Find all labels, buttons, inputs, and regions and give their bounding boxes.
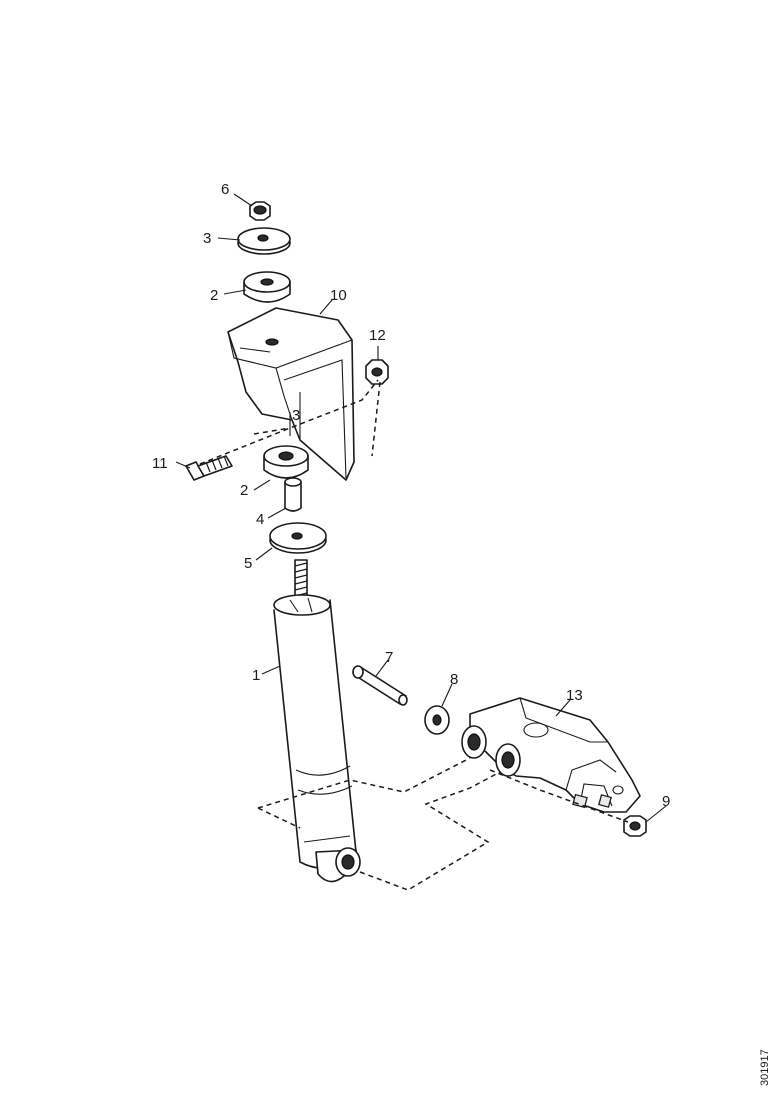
callout-11: 11 — [152, 455, 168, 472]
part-6-nut — [249, 201, 271, 221]
callout-labels: 6 3 2 10 12 3 11 2 4 5 1 7 8 13 9 — [152, 181, 670, 810]
callout-1: 1 — [252, 667, 260, 684]
callout-3-lower: 3 — [292, 407, 300, 424]
callout-3-upper: 3 — [203, 230, 211, 247]
callout-2-lower: 2 — [240, 482, 248, 499]
callout-6: 6 — [221, 181, 229, 198]
callout-2-upper: 2 — [210, 287, 218, 304]
part-11-bolt — [185, 455, 233, 481]
leader-lines — [175, 193, 667, 823]
assembly-dashed-lines — [199, 379, 629, 891]
callout-9: 9 — [662, 793, 670, 810]
part-1-shock-absorber — [273, 594, 357, 869]
callout-12: 12 — [369, 327, 386, 344]
shock-bottom-eye — [315, 847, 361, 883]
part-2-bush-upper — [243, 271, 291, 303]
callout-4: 4 — [256, 511, 264, 528]
part-8-washer — [424, 705, 450, 735]
part-4-spacer — [284, 477, 302, 512]
part-10-bracket — [227, 307, 355, 481]
part-12-nut — [365, 359, 389, 385]
part-13-lower-bracket — [461, 697, 641, 813]
callout-13: 13 — [566, 687, 583, 704]
part-9-nut — [623, 815, 647, 837]
callout-8: 8 — [450, 671, 458, 688]
part-2-bush-lower — [263, 445, 309, 479]
callout-7: 7 — [385, 649, 393, 666]
part-7-pin — [352, 665, 408, 706]
callout-10: 10 — [330, 287, 347, 304]
part-3-washer-upper — [237, 227, 291, 255]
callout-5: 5 — [244, 555, 252, 572]
reference-number: 301917 — [759, 1049, 771, 1086]
part-5-washer-lower — [269, 522, 327, 554]
